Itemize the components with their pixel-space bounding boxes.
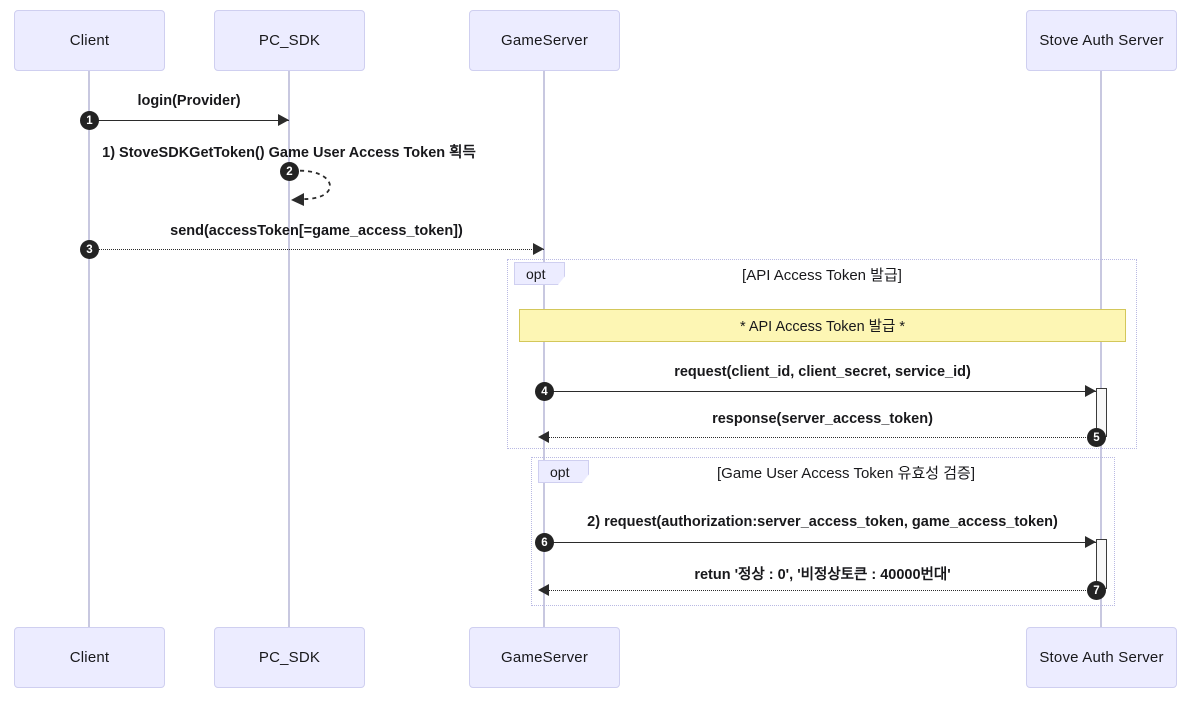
fragment-opt1: [507, 259, 1137, 449]
sequence-marker-2-text: 2: [286, 165, 293, 178]
message-arrowhead-5: [538, 431, 549, 443]
message-label-5-text: response(server_access_token): [712, 411, 933, 427]
fragment-opt2-keyword-text: opt: [550, 464, 570, 480]
message-arrowhead-1: [278, 114, 289, 126]
sequence-marker-4-text: 4: [541, 385, 548, 398]
message-label-7-text: retun '정상 : 0', '비정상토큰 : 40000번대': [694, 567, 951, 583]
participant-box-stove-auth-bottom[interactable]: Stove Auth Server: [1026, 627, 1177, 688]
message-label-2: 1) StoveSDKGetToken() Game User Access T…: [89, 141, 489, 162]
note-api-access-token-text: * API Access Token 발급 *: [739, 319, 906, 335]
message-label-6-text: 2) request(authorization:server_access_t…: [587, 514, 1058, 530]
participant-label-client-top: Client: [69, 32, 110, 49]
sequence-marker-7-text: 7: [1093, 584, 1100, 597]
lifeline-pc-sdk: [288, 71, 290, 628]
participant-label-stove-auth-top: Stove Auth Server: [1039, 32, 1164, 49]
fragment-opt2-title: [Game User Access Token 유효성 검증]: [626, 462, 1066, 483]
message-label-1-text: login(Provider): [137, 93, 241, 109]
participant-box-gameserver-bottom[interactable]: GameServer: [469, 627, 620, 688]
sequence-marker-4: 4: [535, 382, 554, 401]
sequence-marker-6: 6: [535, 533, 554, 552]
fragment-opt1-title: [API Access Token 발급]: [607, 264, 1037, 285]
message-arrowhead-6: [1085, 536, 1096, 548]
participant-box-client-bottom[interactable]: Client: [14, 627, 165, 688]
participant-label-client-bottom: Client: [69, 649, 110, 666]
message-arrowhead-4: [1085, 385, 1096, 397]
message-label-5: response(server_access_token): [544, 411, 1101, 427]
fragment-opt1-keyword-text: opt: [526, 266, 546, 282]
participant-label-gameserver-top: GameServer: [500, 32, 589, 49]
fragment-opt2-keyword: opt: [538, 460, 589, 483]
lifeline-client: [88, 71, 90, 628]
lifeline-gameserver: [543, 71, 545, 628]
sequence-marker-1-text: 1: [86, 114, 93, 127]
note-api-access-token: * API Access Token 발급 *: [519, 309, 1126, 342]
sequence-marker-5: 5: [1087, 428, 1106, 447]
message-label-4: request(client_id, client_secret, servic…: [544, 364, 1101, 380]
message-label-4-text: request(client_id, client_secret, servic…: [674, 364, 971, 380]
message-label-2-text: 1) StoveSDKGetToken() Game User Access T…: [102, 145, 476, 161]
message-line-1: [89, 120, 289, 121]
message-arrowhead-7: [538, 584, 549, 596]
sequence-marker-5-text: 5: [1093, 431, 1100, 444]
participant-box-pc-sdk-bottom[interactable]: PC_SDK: [214, 627, 365, 688]
sequence-marker-2: 2: [280, 162, 299, 181]
message-selfloop-2: [291, 169, 331, 206]
participant-box-stove-auth-top[interactable]: Stove Auth Server: [1026, 10, 1177, 71]
fragment-opt1-keyword: opt: [514, 262, 565, 285]
message-line-5: [544, 437, 1096, 438]
message-label-7: retun '정상 : 0', '비정상토큰 : 40000번대': [544, 563, 1101, 584]
participant-label-pc-sdk-top: PC_SDK: [258, 32, 321, 49]
message-label-3: send(accessToken[=game_access_token]): [89, 223, 544, 239]
fragment-opt2-title-text: [Game User Access Token 유효성 검증]: [717, 465, 975, 482]
sequence-marker-7: 7: [1087, 581, 1106, 600]
sequence-marker-1: 1: [80, 111, 99, 130]
lifeline-stove-auth: [1100, 71, 1102, 628]
participant-box-pc-sdk-top[interactable]: PC_SDK: [214, 10, 365, 71]
message-line-4: [544, 391, 1101, 392]
participant-label-stove-auth-bottom: Stove Auth Server: [1039, 649, 1164, 666]
sequence-marker-3: 3: [80, 240, 99, 259]
message-line-7: [544, 590, 1096, 591]
message-label-6: 2) request(authorization:server_access_t…: [544, 514, 1101, 530]
message-line-3: [89, 249, 544, 250]
message-arrowhead-3: [533, 243, 544, 255]
sequence-marker-3-text: 3: [86, 243, 93, 256]
fragment-opt1-title-text: [API Access Token 발급]: [742, 267, 902, 284]
message-line-6: [544, 542, 1101, 543]
participant-box-gameserver-top[interactable]: GameServer: [469, 10, 620, 71]
participant-box-client-top[interactable]: Client: [14, 10, 165, 71]
message-label-1: login(Provider): [89, 93, 289, 109]
participant-label-gameserver-bottom: GameServer: [500, 649, 589, 666]
fragment-opt2: [531, 457, 1115, 606]
sequence-marker-6-text: 6: [541, 536, 548, 549]
message-label-3-text: send(accessToken[=game_access_token]): [170, 223, 463, 239]
participant-label-pc-sdk-bottom: PC_SDK: [258, 649, 321, 666]
